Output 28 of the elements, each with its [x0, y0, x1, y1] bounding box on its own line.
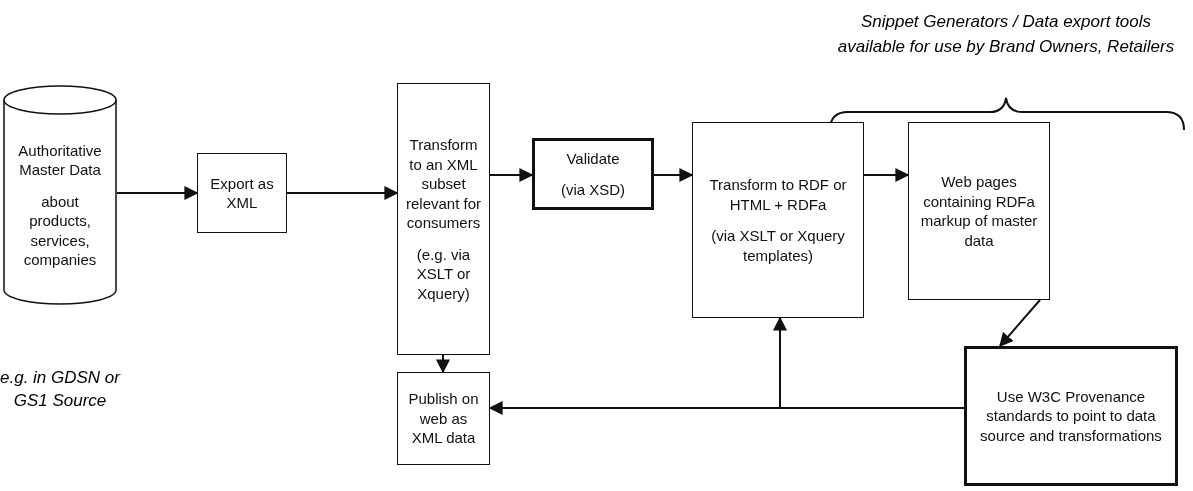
node-text: Publish on web as XML data [407, 389, 480, 448]
process-box [397, 372, 490, 465]
arrow [286, 186, 399, 200]
node-text: Web pages containing RDFa markup of master data [919, 172, 1039, 250]
node-text: Transform to RDF or HTML + RDFa [708, 175, 848, 214]
node-text: Transform to an XML subset relevant for consumers [404, 135, 482, 233]
node-caption: e.g. in GDSN or GS1 Source [0, 367, 122, 412]
node-text: Authoritative Master Data [17, 140, 103, 180]
node-text: Export as XML [209, 173, 275, 213]
node-text: about products, services, companies [22, 191, 98, 270]
arrow [863, 168, 910, 182]
process-box [908, 122, 1050, 300]
node-text: Use W3C Provenance standards to point to data source and transformations [979, 386, 1163, 446]
node-text: (via XSLT or Xquery templates) [710, 226, 846, 265]
node-text: Validate [566, 148, 620, 168]
process-box [532, 138, 654, 210]
process-box [397, 83, 490, 355]
arrow [116, 186, 199, 200]
node-text: (e.g. via XSLT or Xquery) [415, 244, 472, 303]
arrow [999, 299, 1041, 348]
process-box [197, 153, 287, 233]
process-box [964, 346, 1178, 486]
annotation-text: Snippet Generators / Data export tools available for use by Brand Owners, Retailers [836, 11, 1176, 58]
arrow [436, 354, 450, 374]
arrow [489, 168, 534, 182]
node-text: (via XSD) [560, 180, 626, 200]
arrow [653, 168, 694, 182]
process-box [692, 122, 864, 318]
